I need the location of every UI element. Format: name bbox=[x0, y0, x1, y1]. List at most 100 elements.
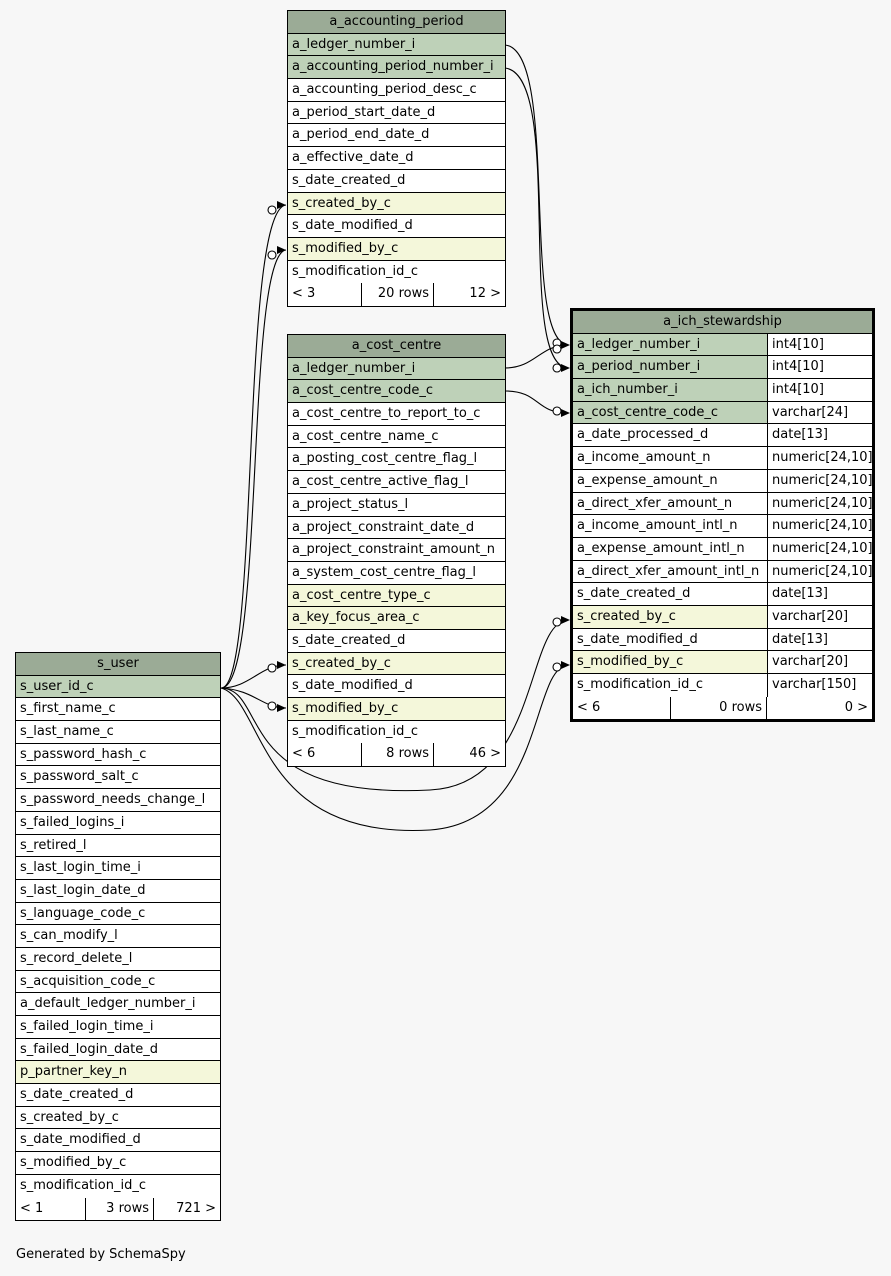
column-name: s_modification_id_c bbox=[577, 677, 703, 692]
column-row[interactable]: a_default_ledger_number_i bbox=[16, 993, 220, 1016]
column-row[interactable]: s_date_modified_d bbox=[288, 215, 505, 238]
table-title[interactable]: a_cost_centre bbox=[288, 335, 505, 358]
column-row[interactable]: s_date_modified_d date[13] bbox=[573, 628, 872, 652]
column-row[interactable]: s_password_hash_c bbox=[16, 744, 220, 767]
column-name: a_period_end_date_d bbox=[292, 127, 430, 143]
column-row[interactable]: s_modification_id_c bbox=[288, 721, 505, 744]
column-row[interactable]: s_language_code_c bbox=[16, 903, 220, 926]
column-row[interactable]: s_password_salt_c bbox=[16, 766, 220, 790]
column-row[interactable]: a_ledger_number_i bbox=[288, 357, 505, 381]
column-row[interactable]: s_date_created_d bbox=[16, 1084, 220, 1107]
column-row[interactable]: s_date_modified_d bbox=[16, 1129, 220, 1153]
column-row[interactable]: s_date_modified_d bbox=[288, 675, 505, 698]
children-count[interactable]: 721 > bbox=[176, 1200, 216, 1216]
column-row[interactable]: a_cost_centre_type_c bbox=[288, 584, 505, 608]
column-row[interactable]: s_retired_l bbox=[16, 835, 220, 858]
table-a-cost-centre[interactable]: a_cost_centre a_ledger_number_i a_cost_ce… bbox=[287, 334, 506, 768]
column-name: a_expense_amount_n bbox=[577, 472, 718, 488]
column-row[interactable]: s_modification_id_c bbox=[288, 261, 505, 284]
column-row[interactable]: s_last_login_date_d bbox=[16, 880, 220, 903]
column-row[interactable]: a_cost_centre_active_flag_l bbox=[288, 471, 505, 494]
column-name: a_ledger_number_i bbox=[292, 360, 416, 376]
children-count[interactable]: 0 > bbox=[844, 699, 868, 715]
column-name: s_date_modified_d bbox=[577, 631, 698, 647]
children-count[interactable]: 46 > bbox=[469, 746, 501, 762]
column-row[interactable]: s_failed_login_time_i bbox=[16, 1016, 220, 1039]
column-row[interactable]: s_first_name_c bbox=[16, 698, 220, 722]
column-row[interactable]: a_posting_cost_centre_flag_l bbox=[288, 448, 505, 472]
column-name: s_date_modified_d bbox=[20, 1132, 141, 1148]
column-type: date[13] bbox=[767, 628, 872, 651]
column-row[interactable]: a_effective_date_d bbox=[288, 147, 505, 170]
parents-count[interactable]: < 1 bbox=[16, 1197, 86, 1221]
column-type: varchar[20] bbox=[767, 605, 872, 628]
column-name: s_failed_login_time_i bbox=[20, 1019, 154, 1034]
column-row[interactable]: s_last_login_time_i bbox=[16, 857, 220, 880]
column-row[interactable]: a_project_constraint_date_d bbox=[288, 517, 505, 540]
column-row[interactable]: a_project_status_l bbox=[288, 494, 505, 517]
column-row[interactable]: s_acquisition_code_c bbox=[16, 971, 220, 994]
optional-marker bbox=[552, 344, 562, 354]
column-name: s_language_code_c bbox=[20, 905, 146, 921]
column-name: p_partner_key_n bbox=[20, 1064, 127, 1080]
column-row[interactable]: a_accounting_period_number_i bbox=[288, 56, 505, 80]
column-row[interactable]: s_user_id_c bbox=[16, 675, 220, 699]
column-row[interactable]: a_project_constraint_amount_n bbox=[288, 539, 505, 562]
column-row[interactable]: s_failed_logins_i bbox=[16, 812, 220, 835]
column-row[interactable]: a_key_focus_area_c bbox=[288, 607, 505, 630]
table-title[interactable]: a_accounting_period bbox=[288, 11, 505, 34]
column-row[interactable]: s_created_by_c bbox=[288, 652, 505, 676]
column-row[interactable]: s_date_created_d bbox=[288, 630, 505, 653]
column-row[interactable]: s_created_by_c bbox=[16, 1107, 220, 1130]
column-row[interactable]: s_last_name_c bbox=[16, 721, 220, 744]
column-row[interactable]: a_ledger_number_i bbox=[288, 33, 505, 57]
table-title[interactable]: a_ich_stewardship bbox=[573, 311, 872, 334]
column-row[interactable]: p_partner_key_n bbox=[16, 1061, 220, 1085]
column-row[interactable]: a_system_cost_centre_flag_l bbox=[288, 562, 505, 585]
column-row[interactable]: s_date_created_d bbox=[288, 170, 505, 193]
column-row[interactable]: a_accounting_period_desc_c bbox=[288, 79, 505, 102]
column-name: s_last_login_time_i bbox=[20, 860, 141, 876]
column-row[interactable]: a_cost_centre_name_c bbox=[288, 426, 505, 449]
column-row[interactable]: a_cost_centre_to_report_to_c bbox=[288, 403, 505, 426]
column-name: a_system_cost_centre_flag_l bbox=[292, 564, 476, 580]
column-name: s_password_hash_c bbox=[20, 746, 147, 762]
column-row[interactable]: s_failed_login_date_d bbox=[16, 1039, 220, 1062]
column-row[interactable]: s_password_needs_change_l bbox=[16, 789, 220, 812]
column-row[interactable]: s_modification_id_c bbox=[16, 1175, 220, 1198]
column-row[interactable]: s_modified_by_c bbox=[16, 1152, 220, 1175]
column-row[interactable]: s_record_delete_l bbox=[16, 948, 220, 971]
parents-count[interactable]: < 6 bbox=[573, 696, 671, 720]
parents-count[interactable]: < 3 bbox=[288, 283, 362, 306]
column-row[interactable]: s_created_by_c bbox=[288, 192, 505, 216]
children-count[interactable]: 12 > bbox=[469, 286, 501, 302]
column-row[interactable]: a_cost_centre_code_c bbox=[288, 380, 505, 404]
table-title-text: a_cost_centre bbox=[351, 338, 442, 353]
column-row[interactable]: a_period_start_date_d bbox=[288, 102, 505, 125]
column-name: s_last_login_date_d bbox=[20, 882, 146, 898]
column-row[interactable]: a_period_end_date_d bbox=[288, 124, 505, 148]
column-row[interactable]: s_modified_by_c bbox=[288, 237, 505, 261]
table-title[interactable]: s_user bbox=[16, 653, 220, 676]
parents-count[interactable]: < 6 bbox=[288, 743, 362, 767]
column-row[interactable]: s_can_modify_l bbox=[16, 925, 220, 948]
column-row[interactable]: s_modified_by_c bbox=[288, 698, 505, 721]
